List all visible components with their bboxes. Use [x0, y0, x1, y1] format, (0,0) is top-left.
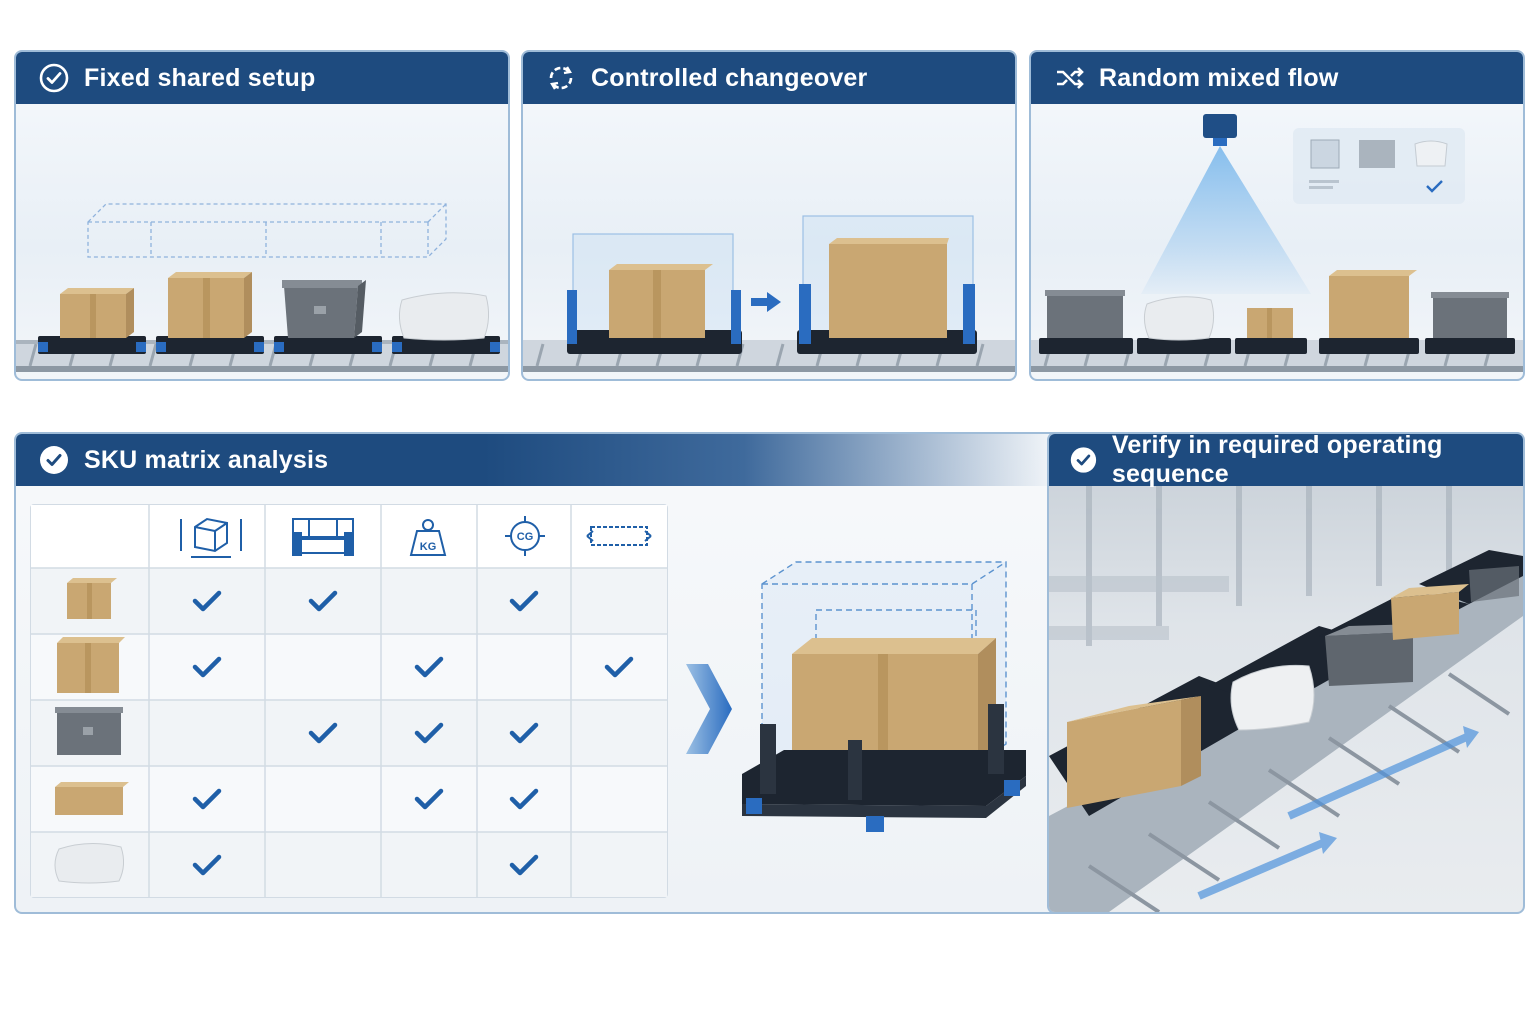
check-mark-icon	[604, 656, 634, 678]
panel-verify-operating-sequence: Verify in required operating sequence	[1047, 432, 1525, 914]
pallet	[274, 336, 382, 354]
panel-title: Controlled changeover	[591, 63, 868, 92]
check-mark-icon	[414, 722, 444, 744]
poly-bag	[1143, 296, 1215, 341]
poly-bag	[1230, 664, 1315, 731]
check-mark-icon	[192, 656, 222, 678]
check-circle-icon	[40, 446, 68, 474]
check-mark-icon	[509, 722, 539, 744]
dimensions-icon	[180, 517, 242, 558]
vision-camera	[1203, 114, 1237, 146]
large-carton	[168, 272, 252, 338]
universal-pallet-illustration	[742, 561, 1026, 832]
check-mark-icon	[509, 590, 539, 612]
center-of-gravity-label: CG	[517, 531, 534, 543]
row-stripes	[31, 505, 667, 897]
check-mark-icon	[308, 590, 338, 612]
small-carton	[67, 578, 117, 619]
flat-carton	[55, 782, 129, 815]
panel-controlled-changeover: Controlled changeover	[521, 50, 1017, 381]
panel-random-mixed-flow: Random mixed flow	[1029, 50, 1525, 381]
weight-kg-icon: KG	[409, 519, 447, 556]
conveyor-scene	[1031, 104, 1523, 379]
panel-header: Controlled changeover	[523, 52, 1015, 104]
grey-tote	[282, 280, 366, 338]
poly-bag	[54, 843, 125, 884]
conveyor-scene	[523, 104, 1015, 379]
panel-title: Random mixed flow	[1099, 63, 1339, 92]
large-carton	[1329, 270, 1417, 338]
panel-title: SKU matrix analysis	[84, 445, 329, 474]
panel-fixed-shared-setup: Fixed shared setup	[14, 50, 510, 381]
factory-line-scene	[1049, 486, 1523, 912]
check-mark-icon	[509, 854, 539, 876]
small-carton	[60, 288, 134, 338]
check-mark-icon	[192, 590, 222, 612]
panel-header: Fixed shared setup	[16, 52, 508, 104]
large-carton	[57, 637, 125, 693]
fixture-icon	[292, 518, 354, 556]
poly-bag	[398, 292, 490, 341]
check-circle-icon	[39, 63, 69, 93]
small-carton	[1247, 308, 1293, 338]
shuffle-icon	[1057, 67, 1084, 89]
refresh-icon	[549, 66, 573, 90]
scan-beam	[1141, 146, 1311, 294]
chevron-right-icon	[686, 664, 732, 754]
shared-envelope-outline	[87, 203, 447, 258]
panel-title: Verify in required operating sequence	[1111, 432, 1443, 488]
panel-header: Verify in required operating sequence	[1049, 432, 1523, 488]
panel-header: SKU matrix analysis	[16, 434, 1056, 486]
check-circle-icon	[1070, 447, 1097, 473]
panel-sku-matrix-analysis: SKU matrix analysis	[14, 432, 1056, 914]
recognition-card	[1293, 128, 1465, 204]
check-mark-icon	[414, 656, 444, 678]
panel-title: Fixed shared setup	[84, 63, 316, 92]
large-carton	[829, 238, 949, 338]
pallet	[156, 336, 264, 354]
check-mark-icon	[414, 788, 444, 810]
check-mark-icon	[308, 722, 338, 744]
medium-carton	[609, 264, 713, 338]
conveyor-scene	[16, 104, 508, 379]
grey-tote	[1469, 566, 1519, 602]
pallet	[38, 336, 146, 354]
check-mark-icon	[509, 788, 539, 810]
pitch-spacing-icon	[586, 526, 652, 546]
large-carton	[1067, 696, 1201, 808]
panel-header: Random mixed flow	[1031, 52, 1523, 104]
flow-arrow-icon	[1197, 832, 1337, 900]
arrow-icon	[751, 292, 781, 312]
grey-tote	[1431, 292, 1509, 338]
small-carton	[1391, 584, 1469, 640]
flow-arrow-icon	[1287, 726, 1479, 820]
check-mark-icon	[192, 854, 222, 876]
sku-matrix-table: KG CG	[30, 504, 668, 898]
grey-tote	[1045, 290, 1125, 338]
check-mark-icon	[192, 788, 222, 810]
center-of-gravity-icon: CG	[505, 516, 545, 556]
weight-kg-label: KG	[420, 541, 437, 553]
pallet	[392, 336, 500, 354]
grey-tote	[55, 707, 123, 755]
